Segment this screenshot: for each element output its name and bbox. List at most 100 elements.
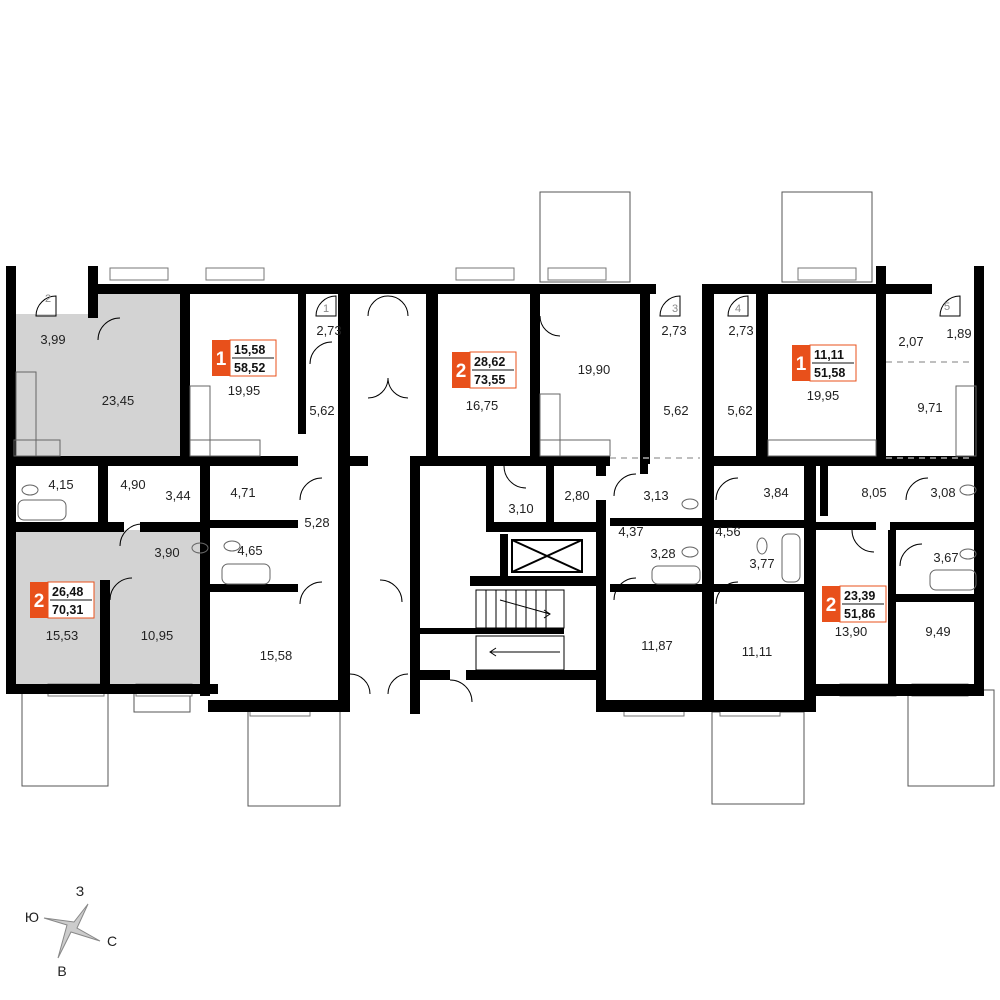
wall xyxy=(876,284,932,294)
door-swing[interactable] xyxy=(119,523,143,547)
window xyxy=(109,267,169,281)
door-swing[interactable] xyxy=(97,317,121,341)
wall xyxy=(410,456,610,466)
door-swing[interactable] xyxy=(35,295,57,317)
wall xyxy=(486,522,600,532)
room-area: 3,67 xyxy=(933,550,958,565)
door-swing[interactable] xyxy=(315,295,337,317)
door-swing[interactable] xyxy=(387,377,409,399)
badge-total-area: 51,58 xyxy=(814,366,845,380)
door-swing[interactable] xyxy=(109,577,133,601)
room-area: 3,10 xyxy=(508,501,533,516)
door-swing[interactable] xyxy=(613,577,637,601)
door-swing[interactable] xyxy=(905,477,929,501)
wall xyxy=(208,700,348,712)
balcony xyxy=(21,689,109,787)
wall xyxy=(426,284,438,464)
door-swing[interactable] xyxy=(715,581,739,605)
door-swing[interactable] xyxy=(299,477,323,501)
room-area: 19,90 xyxy=(578,362,611,377)
apartment-badge[interactable]: 1 15,58 58,52 xyxy=(212,339,277,377)
door-swing[interactable] xyxy=(449,679,473,703)
room-area: 3,08 xyxy=(930,485,955,500)
toilet xyxy=(959,484,977,496)
wall xyxy=(410,670,450,680)
apartment-badge[interactable]: 2 26,48 70,31 xyxy=(30,581,95,619)
door-swing[interactable] xyxy=(367,295,389,317)
wall xyxy=(420,628,564,634)
balcony xyxy=(539,191,631,283)
door-swing[interactable] xyxy=(309,341,333,365)
room-area: 4,56 xyxy=(715,524,740,539)
door-swing[interactable] xyxy=(349,673,371,695)
door-swing[interactable] xyxy=(387,295,409,317)
door-numbers: 2 1 3 4 5 xyxy=(45,293,950,315)
wall xyxy=(890,522,980,530)
wall xyxy=(596,500,606,710)
apartment-badge[interactable]: 1 11,11 51,58 xyxy=(792,344,857,382)
door-swing[interactable] xyxy=(899,543,923,567)
wall xyxy=(546,456,554,526)
room-area: 1,89 xyxy=(946,326,971,341)
door-swing[interactable] xyxy=(387,673,409,695)
room-area: 5,62 xyxy=(309,403,334,418)
badge-room-count-box xyxy=(212,340,230,376)
door-swing[interactable] xyxy=(939,295,961,317)
kitchen-counter xyxy=(13,439,61,457)
room-area: 3,28 xyxy=(650,546,675,561)
room-area: 4,90 xyxy=(120,477,145,492)
apartment-badge[interactable]: 2 28,62 73,55 xyxy=(452,351,517,389)
door-swing[interactable] xyxy=(659,295,681,317)
toilet xyxy=(223,540,241,552)
door-swing[interactable] xyxy=(613,473,637,497)
badge-total-area: 51,86 xyxy=(844,607,875,621)
toilet xyxy=(756,537,768,555)
badge-room-count-box xyxy=(30,582,48,618)
room-area: 19,95 xyxy=(228,383,261,398)
wall xyxy=(140,522,210,532)
room-area: 5,62 xyxy=(663,403,688,418)
room-labels: 3,99 23,45 4,15 4,90 3,44 3,90 15,53 10,… xyxy=(40,323,971,663)
door-swing[interactable] xyxy=(379,579,403,603)
selected-zone-top xyxy=(14,314,180,458)
wall xyxy=(804,456,816,712)
kitchen-counter xyxy=(539,439,611,457)
balcony xyxy=(247,709,341,807)
wall xyxy=(6,684,218,694)
toilet xyxy=(21,484,39,496)
wall xyxy=(200,456,210,696)
door-number: 2 xyxy=(45,293,51,305)
door-swing[interactable] xyxy=(539,315,561,337)
kitchen-counter xyxy=(767,439,877,457)
wall xyxy=(486,456,494,526)
room-area: 3,90 xyxy=(154,545,179,560)
wall xyxy=(596,700,720,712)
window xyxy=(205,267,265,281)
door-swing[interactable] xyxy=(503,465,527,489)
room-area: 2,73 xyxy=(661,323,686,338)
door-swing[interactable] xyxy=(299,581,323,605)
door-swing[interactable] xyxy=(367,377,389,399)
wall xyxy=(714,700,814,712)
door-swing[interactable] xyxy=(851,529,875,553)
room-area: 10,95 xyxy=(141,628,174,643)
wall xyxy=(610,518,704,526)
apartment-badge[interactable]: 2 23,39 51,86 xyxy=(822,585,887,623)
door-number: 3 xyxy=(672,303,678,315)
wall xyxy=(876,266,886,462)
wall xyxy=(702,284,772,294)
wall xyxy=(530,284,656,294)
door-swing[interactable] xyxy=(715,477,739,501)
door-swing[interactable] xyxy=(727,295,749,317)
door-number: 1 xyxy=(323,303,329,315)
wall xyxy=(208,584,298,592)
kitchen-counter xyxy=(955,385,977,457)
wall xyxy=(712,520,812,528)
kitchen-counter xyxy=(189,385,211,457)
elevator-box xyxy=(511,539,583,573)
wall xyxy=(338,456,368,466)
room-area: 15,58 xyxy=(260,648,293,663)
room-area: 2,73 xyxy=(316,323,341,338)
window xyxy=(547,267,607,281)
bathtub xyxy=(651,565,701,585)
